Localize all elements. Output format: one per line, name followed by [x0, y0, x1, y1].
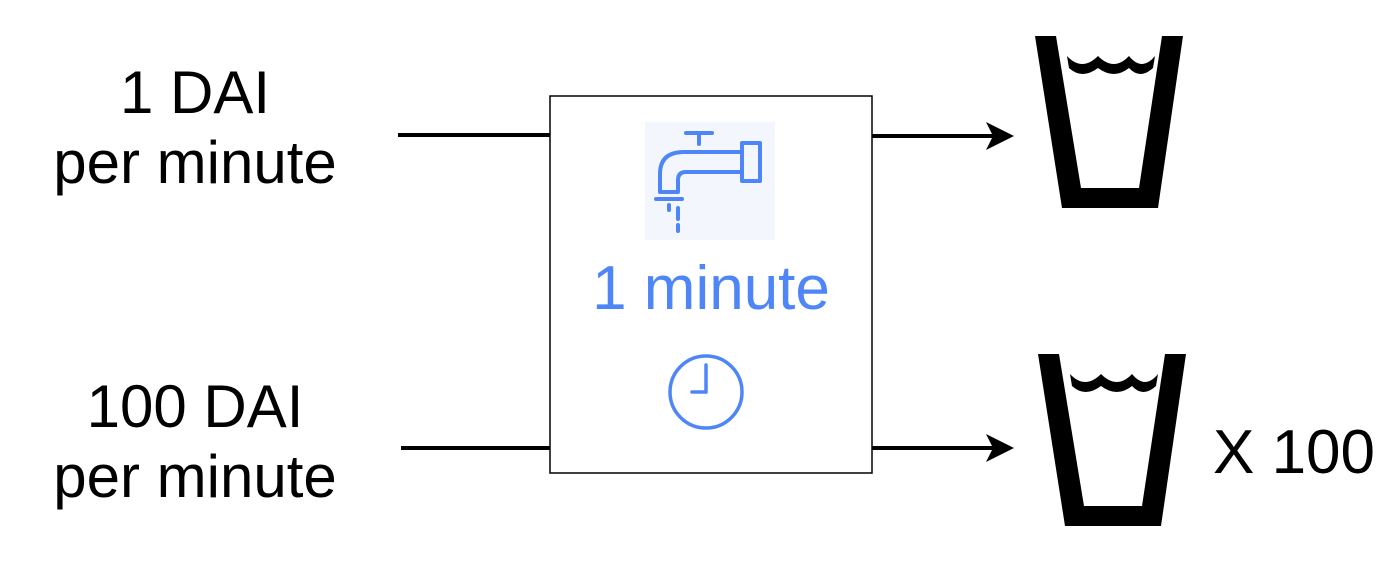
faucet-icon: [645, 122, 775, 240]
input-rate-2-unit: per minute: [53, 443, 337, 510]
output-arrow-1: [872, 122, 1014, 150]
water-glass-icon: [1035, 36, 1183, 208]
input-rate-1-amount: 1 DAI: [119, 59, 271, 126]
input-rate-1-unit: per minute: [53, 129, 337, 196]
output-multiplier: X 100: [1213, 418, 1375, 487]
input-rate-2-amount: 100 DAI: [86, 373, 304, 440]
clock-icon: [668, 354, 744, 430]
input-rate-2: 100 DAI per minute: [20, 372, 370, 512]
input-rate-1: 1 DAI per minute: [20, 58, 370, 198]
water-glass-icon: [1038, 354, 1186, 526]
output-arrow-2: [872, 434, 1014, 462]
duration-label: 1 minute: [592, 254, 830, 323]
